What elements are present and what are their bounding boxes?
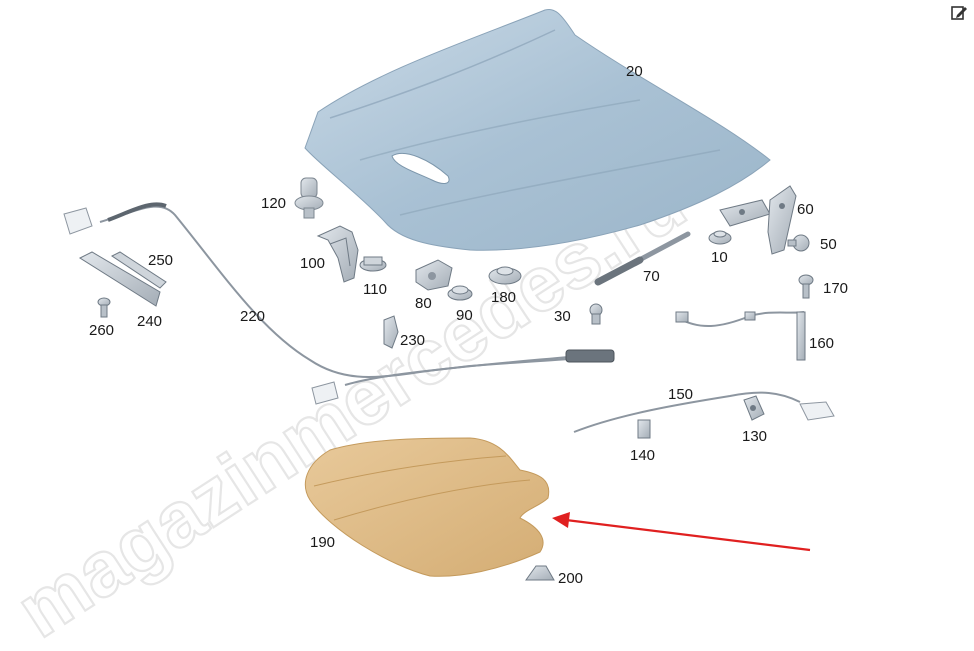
edit-icon-glyph [951,6,967,20]
label-100: 100 [300,255,325,272]
label-260: 260 [89,322,114,339]
label-90: 90 [456,307,473,324]
part-230-clip[interactable] [383,315,399,349]
part-130-bracket[interactable] [743,395,765,421]
highlight-arrow [552,512,811,552]
label-170: 170 [823,280,848,297]
label-60: 60 [797,201,814,218]
label-120: 120 [261,195,286,212]
part-160-release-rod[interactable] [675,311,806,361]
part-190-insulation-pad[interactable] [304,437,550,577]
part-70-gas-strut[interactable] [594,231,691,286]
label-30: 30 [554,308,571,325]
part-120-clip[interactable] [294,177,324,219]
part-110-buffer[interactable] [359,256,387,272]
part-250-trim[interactable] [111,251,167,289]
label-10: 10 [711,249,728,266]
part-60-hinge[interactable] [719,185,797,255]
part-260-screw[interactable] [97,297,111,318]
label-70: 70 [643,268,660,285]
label-130: 130 [742,428,767,445]
label-50: 50 [820,236,837,253]
edit-icon[interactable] [950,4,968,22]
label-190: 190 [310,534,335,551]
part-220-release-cable[interactable] [63,202,615,405]
part-150-cable[interactable] [573,391,835,433]
part-140-clip[interactable] [637,419,651,439]
label-20: 20 [626,63,643,80]
label-250: 250 [148,252,173,269]
label-110: 110 [363,281,387,298]
label-140: 140 [630,447,655,464]
label-80: 80 [415,295,432,312]
label-200: 200 [558,570,583,587]
part-170-screw[interactable] [798,274,814,299]
label-160: 160 [809,335,834,352]
part-80-mount[interactable] [415,259,453,291]
label-240: 240 [137,313,162,330]
label-230: 230 [400,332,425,349]
part-50-bolt[interactable] [787,234,810,252]
part-90-buffer[interactable] [447,285,473,301]
hood-part[interactable] [304,9,771,251]
label-150: 150 [668,386,693,403]
part-10-buffer[interactable] [708,230,732,245]
label-220: 220 [240,308,265,325]
part-200-clip[interactable] [525,565,555,581]
part-100-bracket[interactable] [316,225,359,283]
part-180-buffer[interactable] [488,266,522,285]
part-30-ballstud[interactable] [589,303,603,325]
part-240-handle[interactable] [78,251,161,307]
label-180: 180 [491,289,516,306]
